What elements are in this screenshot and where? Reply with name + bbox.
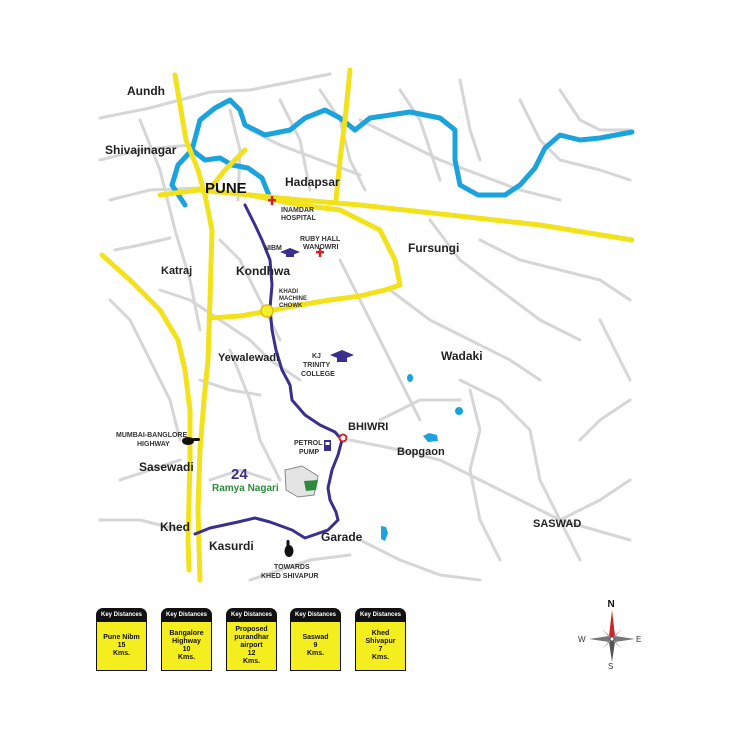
key-distance-line: Kms. [177, 654, 196, 661]
key-distance-line: purandhar [234, 634, 269, 641]
landmark-label-khadi: KHADI [279, 289, 298, 295]
graduation-cap-icon [280, 248, 300, 257]
area-label-hadapsar: Hadapsar [285, 175, 340, 189]
compass-north: N [608, 599, 615, 610]
key-distance-line: Kms. [306, 650, 325, 657]
key-distance-header: Key Distances [96, 608, 147, 622]
landmark-label-machine: MACHINE [279, 296, 307, 302]
key-distance-line: Kms. [112, 650, 131, 657]
key-distance-header: Key Distances [161, 608, 212, 622]
landmark-label-ruby-hall: RUBY HALL [300, 236, 341, 243]
key-distance-card-bangalore-highway: Key Distances Bangalore Highway 10 Kms. [161, 608, 212, 672]
landmark-label-wanowri: WANOWRI [303, 244, 338, 251]
area-label-wadaki: Wadaki [441, 349, 483, 363]
landmark-label-hospital: HOSPITAL [281, 215, 317, 222]
highways [99, 67, 635, 583]
key-distance-header: Key Distances [226, 608, 277, 622]
area-label-pune: PUNE [205, 180, 247, 197]
key-distance-header: Key Distances [290, 608, 341, 622]
area-label-yewalewadi: Yewalewadi [218, 352, 279, 364]
petrol-pump-icon [324, 440, 331, 451]
hospital-icon [268, 196, 276, 205]
key-distance-header: Key Distances [355, 608, 406, 622]
landmark-label-mumbai-banglore: MUMBAI-BANGLORE [116, 432, 187, 439]
area-label-shivajinagar: Shivajinagar [105, 143, 177, 157]
hospital-icon [316, 248, 324, 257]
key-distance-line: Saswad [302, 634, 329, 641]
key-distance-card-pune-nibm: Key Distances Pune Nibm 15 Kms. [96, 608, 147, 672]
compass-south: S [608, 662, 613, 671]
key-distance-line: Kms. [242, 658, 261, 665]
key-distance-card-purandhar-airport: Key Distances Proposed purandhar airport… [226, 608, 277, 672]
compass-east: E [636, 635, 641, 644]
area-label-kondhwa: Kondhwa [236, 264, 290, 278]
key-distance-line: Bangalore [169, 630, 204, 637]
area-label-bopgaon: Bopgaon [397, 446, 445, 458]
landmark-label-trinity: TRINITY [303, 362, 331, 369]
key-distance-line: 9 [313, 642, 318, 649]
key-distance-body: Pune Nibm 15 Kms. [96, 622, 147, 671]
landmark-label-pump: PUMP [299, 449, 320, 456]
landmark-label-petrol: PETROL [294, 440, 323, 447]
ponds [381, 374, 463, 541]
area-label-fursungi: Fursungi [408, 241, 459, 255]
key-distance-body: Proposed purandhar airport 12 Kms. [226, 622, 277, 671]
project-number: 24 [231, 466, 248, 483]
key-distance-line: 10 [182, 646, 191, 653]
landmark-label-nibm: NIBM [264, 245, 282, 252]
key-distance-line: airport [240, 642, 263, 649]
area-label-aundh: Aundh [127, 84, 165, 98]
area-label-garade: Garade [321, 530, 363, 544]
graduation-cap-icon [330, 350, 354, 362]
landmark-label-kj: KJ [312, 353, 321, 360]
key-distance-line: Shivapur [365, 638, 396, 645]
key-distance-line: Highway [172, 638, 201, 645]
river-west [169, 147, 195, 208]
key-distance-line: Khed [371, 630, 390, 637]
pointing-hand-icon [182, 437, 200, 445]
pointing-hand-icon [284, 540, 294, 557]
key-distance-body: Bangalore Highway 10 Kms. [161, 622, 212, 671]
area-label-katraj: Katraj [161, 265, 192, 277]
key-distances-panel: Key Distances Pune Nibm 15 Kms. Key Dist… [96, 608, 416, 674]
compass-star [589, 610, 635, 662]
landmark-label-inamdar: INAMDAR [281, 207, 314, 214]
project-name: Ramya Nagari [212, 483, 279, 494]
project-site [304, 480, 318, 491]
bhiwri-marker [338, 433, 348, 443]
key-distance-body: Saswad 9 Kms. [290, 622, 341, 671]
area-label-kasurdi: Kasurdi [209, 539, 254, 553]
key-distance-line: Pune Nibm [103, 634, 140, 641]
landmark-label-highway: HIGHWAY [137, 441, 170, 448]
key-distance-line: Proposed [235, 626, 268, 633]
landmark-label-towards: TOWARDS [274, 564, 310, 571]
river [189, 97, 635, 198]
landmark-label-college: COLLEGE [301, 371, 335, 378]
key-distance-line: Kms. [371, 654, 390, 661]
key-distance-card-saswad: Key Distances Saswad 9 Kms. [290, 608, 341, 672]
khadi-machine-chowk-marker [260, 304, 274, 318]
key-distance-line: 7 [378, 646, 383, 653]
landmark-label-chowk: CHOWK [279, 303, 303, 309]
road-network [98, 72, 632, 582]
landmark-label-khed-shivapur: KHED SHIVAPUR [261, 573, 318, 580]
compass-rose-icon: N S E W [578, 599, 641, 671]
key-distance-body: Khed Shivapur 7 Kms. [355, 622, 406, 671]
area-label-sasewadi: Sasewadi [139, 460, 194, 474]
compass-west: W [578, 635, 586, 644]
area-label-bhiwri: BHIWRI [348, 421, 388, 433]
key-distance-line: 15 [117, 642, 126, 649]
key-distance-line: 12 [247, 650, 256, 657]
area-label-khed: Khed [160, 520, 190, 534]
key-distance-card-khed-shivapur: Key Distances Khed Shivapur 7 Kms. [355, 608, 406, 672]
area-label-saswad: SASWAD [533, 518, 581, 530]
